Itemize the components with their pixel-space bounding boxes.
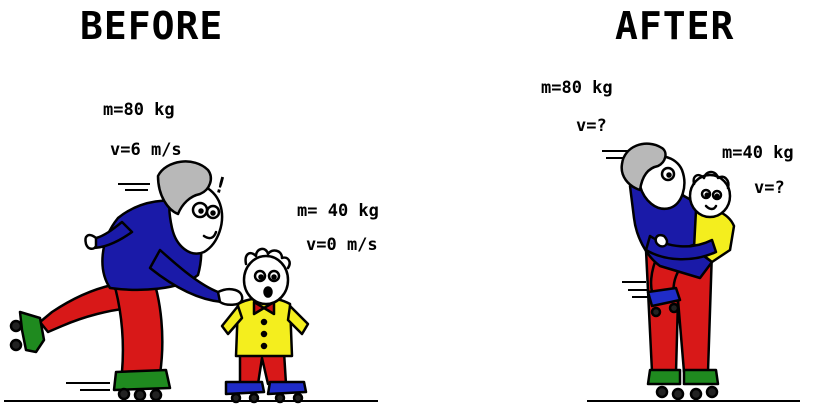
grandmother-front-skate xyxy=(112,368,172,392)
child-skate-wheel xyxy=(292,392,304,404)
child-pupil xyxy=(258,274,264,280)
child-left-arm xyxy=(220,304,244,336)
grandmother-after-arm xyxy=(644,234,718,261)
after-grandmother-mass-label: m=80 kg xyxy=(541,78,613,98)
after-grandmother-velocity-label: v=? xyxy=(576,116,607,136)
child-after-pupil xyxy=(704,192,710,198)
grandmother-eye xyxy=(198,208,204,214)
back-skate-wheel xyxy=(9,319,23,333)
grandmother-mouth xyxy=(202,230,218,240)
child-head xyxy=(242,254,290,306)
child-skate-wheel xyxy=(274,392,286,404)
grandmother-before xyxy=(9,160,244,402)
front-skate-wheel xyxy=(133,388,147,402)
before-speed-lines xyxy=(66,183,150,391)
hugging-pair-after xyxy=(620,142,736,401)
grandmother-after-skate xyxy=(682,368,720,386)
grandmother-after-hand xyxy=(654,233,669,248)
shirt-button xyxy=(260,342,268,350)
child-after-hair xyxy=(692,170,730,190)
after-skate-wheel xyxy=(655,385,669,399)
grandmother-after-eye xyxy=(666,172,672,178)
child-skate-wheel xyxy=(230,392,242,404)
child-pupil xyxy=(271,274,277,280)
before-panel: ! xyxy=(4,160,378,404)
before-heading: BEFORE xyxy=(80,4,224,48)
child-after-wheel xyxy=(668,302,680,314)
child-after-skate xyxy=(646,286,682,308)
child-after-mouth xyxy=(704,204,718,211)
back-skate-wheel xyxy=(9,338,23,352)
front-skate-wheel xyxy=(149,388,163,402)
after-skate-wheel xyxy=(689,387,703,401)
grandmother-eye xyxy=(210,210,216,216)
child-mouth xyxy=(263,286,273,298)
grandmother-back-hand xyxy=(84,233,98,250)
grandmother-back-skate xyxy=(18,310,46,354)
child-left-skate xyxy=(224,380,266,396)
after-skate-wheel xyxy=(705,385,719,399)
grandmother-velocity-label: v=6 m/s xyxy=(110,140,182,160)
after-child-mass-label: m=40 kg xyxy=(722,143,794,163)
child-mass-label: m= 40 kg xyxy=(297,201,379,221)
grandmother-after-hair xyxy=(620,142,667,192)
after-child-velocity-label: v=? xyxy=(754,178,785,198)
after-skate-wheel xyxy=(671,387,685,401)
child-right-arm xyxy=(286,304,310,336)
exclamation-mark: ! xyxy=(211,172,230,200)
grandmother-after-skate xyxy=(646,368,682,386)
child-right-skate xyxy=(266,380,308,396)
front-skate-wheel xyxy=(117,387,131,401)
grandmother-back-leg xyxy=(38,283,132,334)
shirt-button xyxy=(260,330,268,338)
child-velocity-label: v=0 m/s xyxy=(306,235,378,255)
child-skate-wheel xyxy=(248,392,260,404)
shirt-button xyxy=(260,318,268,326)
after-heading: AFTER xyxy=(615,4,735,48)
grandmother-mass-label: m=80 kg xyxy=(103,100,175,120)
child-after-wheel xyxy=(650,306,662,318)
child-after-pupil xyxy=(714,193,720,199)
after-panel xyxy=(587,142,800,402)
child-hair xyxy=(244,247,291,270)
grandmother-front-hand xyxy=(216,288,244,306)
child-before xyxy=(220,247,310,404)
grandmother-hair xyxy=(156,160,212,216)
